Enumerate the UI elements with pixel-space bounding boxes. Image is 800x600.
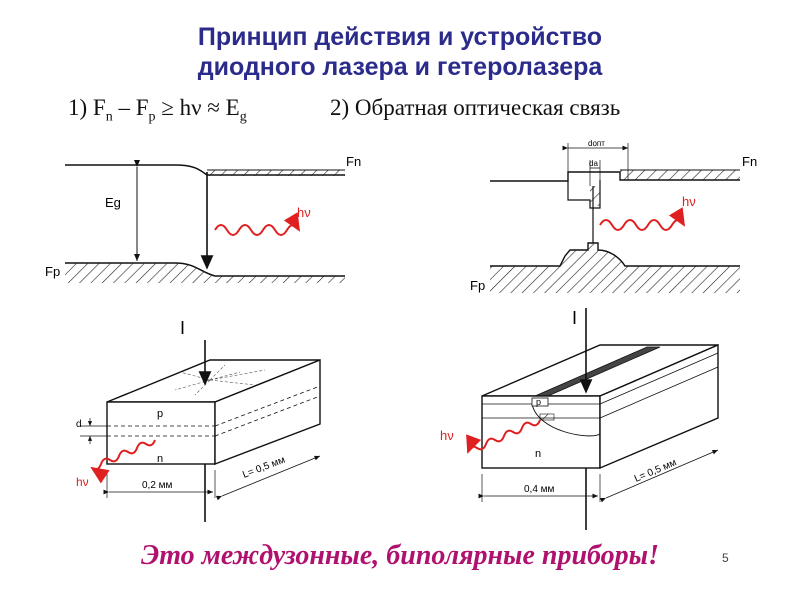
slide-title-line1: Принцип действия и устройство	[197, 23, 603, 51]
label-hv-top-right: hν	[682, 194, 696, 209]
heterostructure-band-diagram	[490, 143, 740, 293]
label-width-left: 0,2 мм	[142, 480, 173, 491]
conclusion-text: Это междузонные, биполярные приборы!	[141, 540, 659, 571]
label-hv-top-left: hν	[297, 205, 311, 220]
label-fp-right: Fp	[470, 278, 485, 293]
label-length-left: L= 0,5 мм	[241, 455, 287, 481]
slide-title-line2: диодного лазера и гетеролазера	[197, 53, 603, 81]
heterolaser-block	[466, 308, 719, 530]
label-n-right: n	[535, 448, 541, 460]
label-n-left: n	[157, 453, 163, 465]
label-d-a: dа	[589, 159, 598, 168]
label-p-right: p	[536, 397, 541, 407]
label-hv-bottom-right: hν	[440, 428, 454, 443]
label-width-right: 0,4 мм	[524, 484, 555, 495]
label-fn-left: Fn	[346, 154, 361, 169]
label-fn-right: Fn	[742, 154, 757, 169]
label-p-left: p	[157, 408, 163, 420]
label-length-right: L= 0,5 мм	[633, 457, 678, 485]
label-eg: Eg	[105, 195, 121, 210]
label-hv-bottom-left: hν	[76, 475, 89, 489]
energy-condition-formula: 1) Fn – Fp ≥ hν ≈ Eg	[68, 95, 247, 125]
page-number: 5	[722, 551, 729, 565]
label-d-opt: dопт	[588, 139, 605, 148]
optical-feedback-label: 2) Обратная оптическая связь	[330, 95, 621, 120]
homojunction-laser-block	[80, 340, 321, 522]
homojunction-band-diagram	[65, 160, 345, 283]
label-current-right: I	[572, 308, 577, 328]
label-current-left: I	[180, 318, 185, 338]
label-d: d	[76, 419, 82, 430]
label-fp-left: Fp	[45, 264, 60, 279]
